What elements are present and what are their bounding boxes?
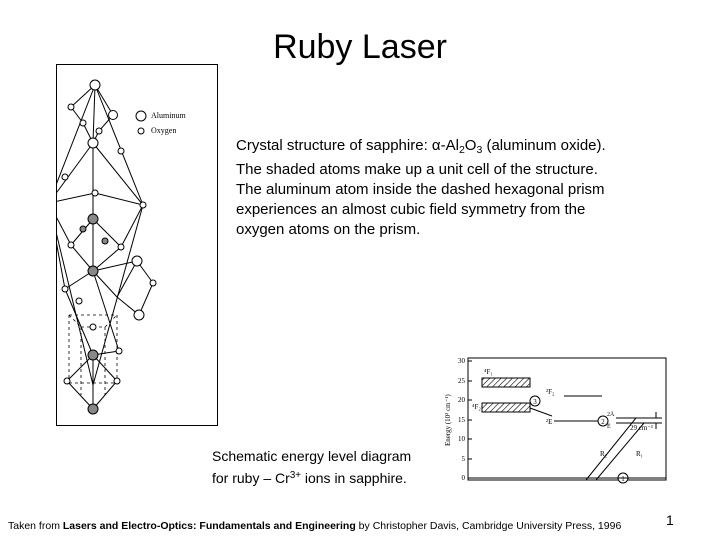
decay-arrow xyxy=(529,407,553,417)
energy-level-drawing: 30 25 20 15 10 5 0 Energy (10³ cm⁻¹) ⁴F₁… xyxy=(444,357,667,484)
marker-2 xyxy=(597,415,609,427)
tick-10: 10 xyxy=(458,435,466,443)
aluminum-legend-icon xyxy=(135,110,147,122)
level-2E-label: ²E xyxy=(546,418,552,426)
tick-30: 30 xyxy=(458,357,466,365)
tick-5: 5 xyxy=(462,455,466,463)
crystal-structure-drawing xyxy=(48,79,157,415)
energy-plot-frame xyxy=(467,357,667,481)
tick-15: 15 xyxy=(458,416,466,424)
legend-oxygen-label: Oxygen xyxy=(151,126,177,135)
level-2A-label: 2Ā xyxy=(607,411,615,418)
oxygen-legend-icon xyxy=(137,127,145,135)
level-2F2-label: ²F₂ xyxy=(546,388,555,396)
energy-diagram-caption: Schematic energy level diagram for ruby … xyxy=(212,448,412,486)
level-4F1-band xyxy=(481,377,531,388)
tick-0: 0 xyxy=(462,474,466,482)
slide-title: Ruby Laser xyxy=(273,28,447,66)
R2-transition xyxy=(585,417,637,481)
tick-20: 20 xyxy=(458,396,466,404)
level-4F2-label: ⁴F₂ xyxy=(472,403,481,411)
y-axis-label: Energy (10³ cm⁻¹) xyxy=(444,394,452,446)
svg-text:3: 3 xyxy=(533,398,537,406)
level-4F2-band xyxy=(481,402,531,413)
tick-25: 25 xyxy=(458,377,466,385)
level-Ebar-label: Ē xyxy=(607,423,611,430)
svg-text:2: 2 xyxy=(601,418,605,426)
legend-aluminum-label: Aluminum xyxy=(151,111,186,120)
page-number: 1 xyxy=(666,512,674,528)
crystal-structure-figure: Aluminum Oxygen xyxy=(48,64,218,426)
crystal-legend xyxy=(135,110,147,135)
energy-level-diagram: 30 25 20 15 10 5 0 Energy (10³ cm⁻¹) ⁴F₁… xyxy=(440,354,670,490)
R1-transition xyxy=(595,422,645,481)
structure-description: Crystal structure of sapphire: α-Al2O3 (… xyxy=(236,137,606,238)
R1-label: R₁ xyxy=(636,450,643,458)
gap-label: 29 cm⁻¹ xyxy=(630,424,653,432)
source-footer: Taken from Lasers and Electro-Optics: Fu… xyxy=(8,520,622,532)
R2-label: R₂ xyxy=(600,450,608,458)
level-4F1-label: ⁴F₁ xyxy=(484,368,493,376)
marker-3 xyxy=(529,395,541,407)
svg-text:1: 1 xyxy=(621,475,625,483)
